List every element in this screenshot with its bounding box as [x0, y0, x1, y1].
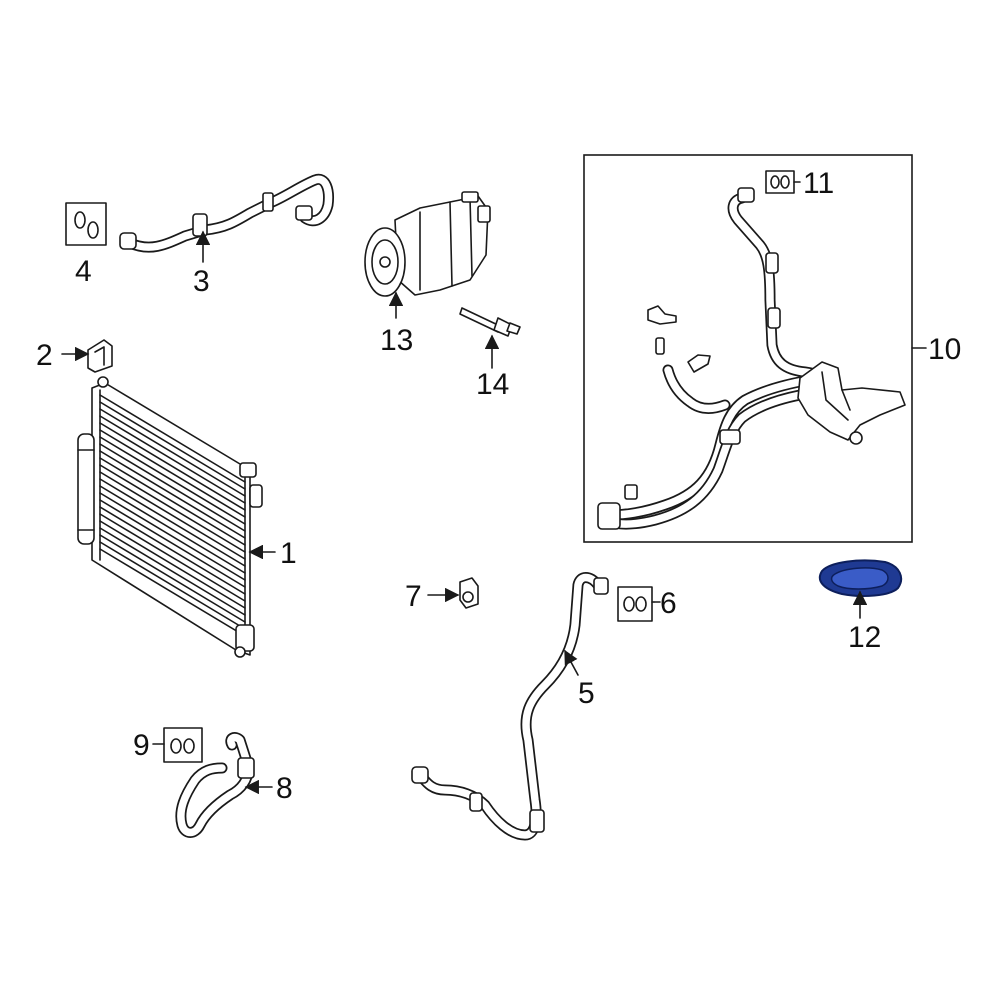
callout-12: 12: [848, 621, 881, 654]
callout-4: 4: [75, 255, 92, 288]
highlighted-gasket[interactable]: [818, 559, 903, 597]
suction-line[interactable]: [411, 572, 609, 841]
o-ring-seal-icon: [74, 211, 99, 239]
callout-7: 7: [405, 580, 422, 613]
discharge-hose[interactable]: [119, 173, 334, 253]
o-ring-seal-icon: [623, 596, 647, 612]
callout-6: 6: [660, 587, 677, 620]
mount-bracket[interactable]: [87, 339, 113, 373]
line-assembly-box: [583, 154, 913, 543]
seal-kit-4[interactable]: [65, 202, 107, 246]
callout-10: 10: [928, 333, 961, 366]
mount-bolt[interactable]: [459, 307, 521, 337]
seal-kit-11[interactable]: [765, 170, 795, 194]
callout-8: 8: [276, 772, 293, 805]
callout-14: 14: [476, 368, 509, 401]
o-ring-seal-icon: [770, 175, 790, 189]
callout-1: 1: [280, 537, 297, 570]
callout-11: 11: [803, 167, 834, 200]
callout-13: 13: [380, 324, 413, 357]
callout-5: 5: [578, 677, 595, 710]
ac-compressor[interactable]: [364, 191, 491, 297]
seal-kit-9[interactable]: [163, 727, 203, 763]
condenser-fins: [99, 389, 246, 649]
o-ring-seal-icon: [170, 738, 195, 754]
liquid-hose[interactable]: [175, 732, 255, 838]
service-valve[interactable]: [459, 577, 479, 609]
callout-leaders: [61, 181, 927, 795]
callout-9: 9: [133, 729, 150, 762]
seal-kit-6[interactable]: [617, 586, 653, 622]
callout-2: 2: [36, 339, 53, 372]
manifold-line-assembly[interactable]: [597, 187, 906, 530]
condenser[interactable]: [77, 376, 263, 658]
callout-3: 3: [193, 265, 210, 298]
